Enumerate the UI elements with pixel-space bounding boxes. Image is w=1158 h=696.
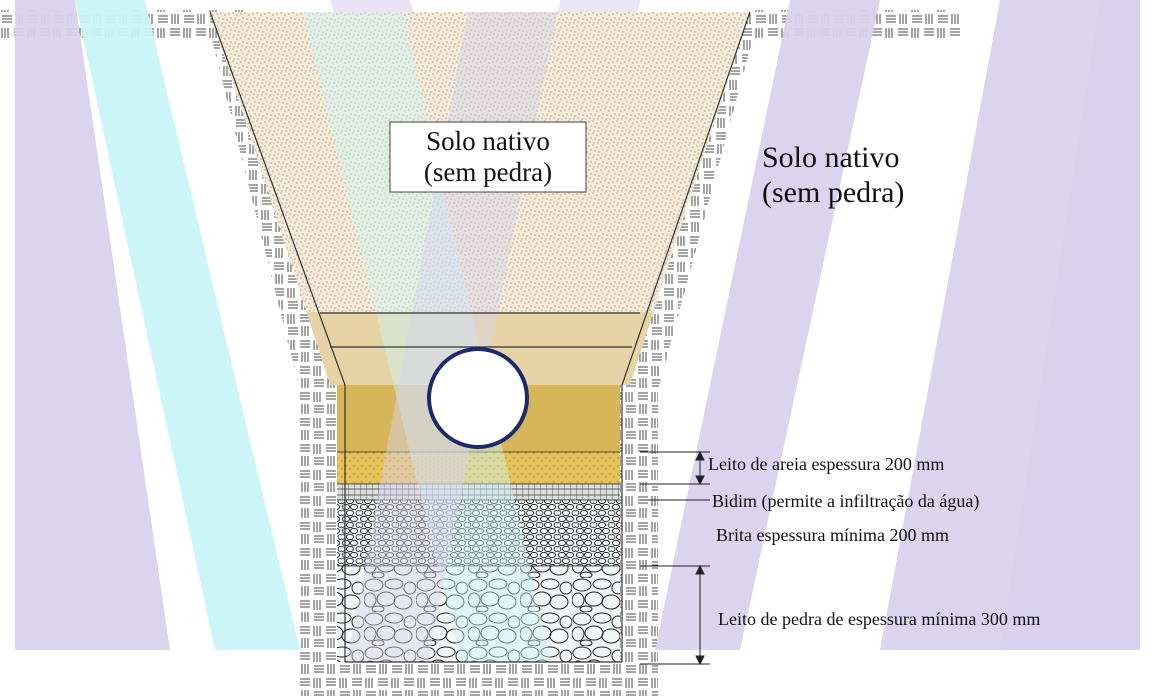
label-stone-bed: Leito de pedra de espessura mínima 300 m…: [718, 609, 1040, 629]
center-label-box: Solo nativo (sem pedra): [389, 121, 587, 193]
center-label-line1: Solo nativo: [426, 126, 550, 156]
label-gravel: Brita espessura mínima 200 mm: [716, 525, 949, 545]
trench-outline: [209, 11, 751, 663]
label-bidim: Bidim (permite a infiltração da água): [712, 491, 979, 512]
side-label-line1: Solo nativo: [762, 141, 900, 174]
center-label-line2: (sem pedra): [424, 157, 552, 187]
side-label: Solo nativo (sem pedra): [762, 141, 904, 209]
side-label-line2: (sem pedra): [762, 176, 904, 209]
label-sand-bed: Leito de areia espessura 200 mm: [708, 454, 944, 474]
dimension-lines: [640, 450, 710, 666]
pipe: [427, 347, 529, 449]
layer-labels: Leito de areia espessura 200 mm Bidim (p…: [708, 454, 1040, 629]
